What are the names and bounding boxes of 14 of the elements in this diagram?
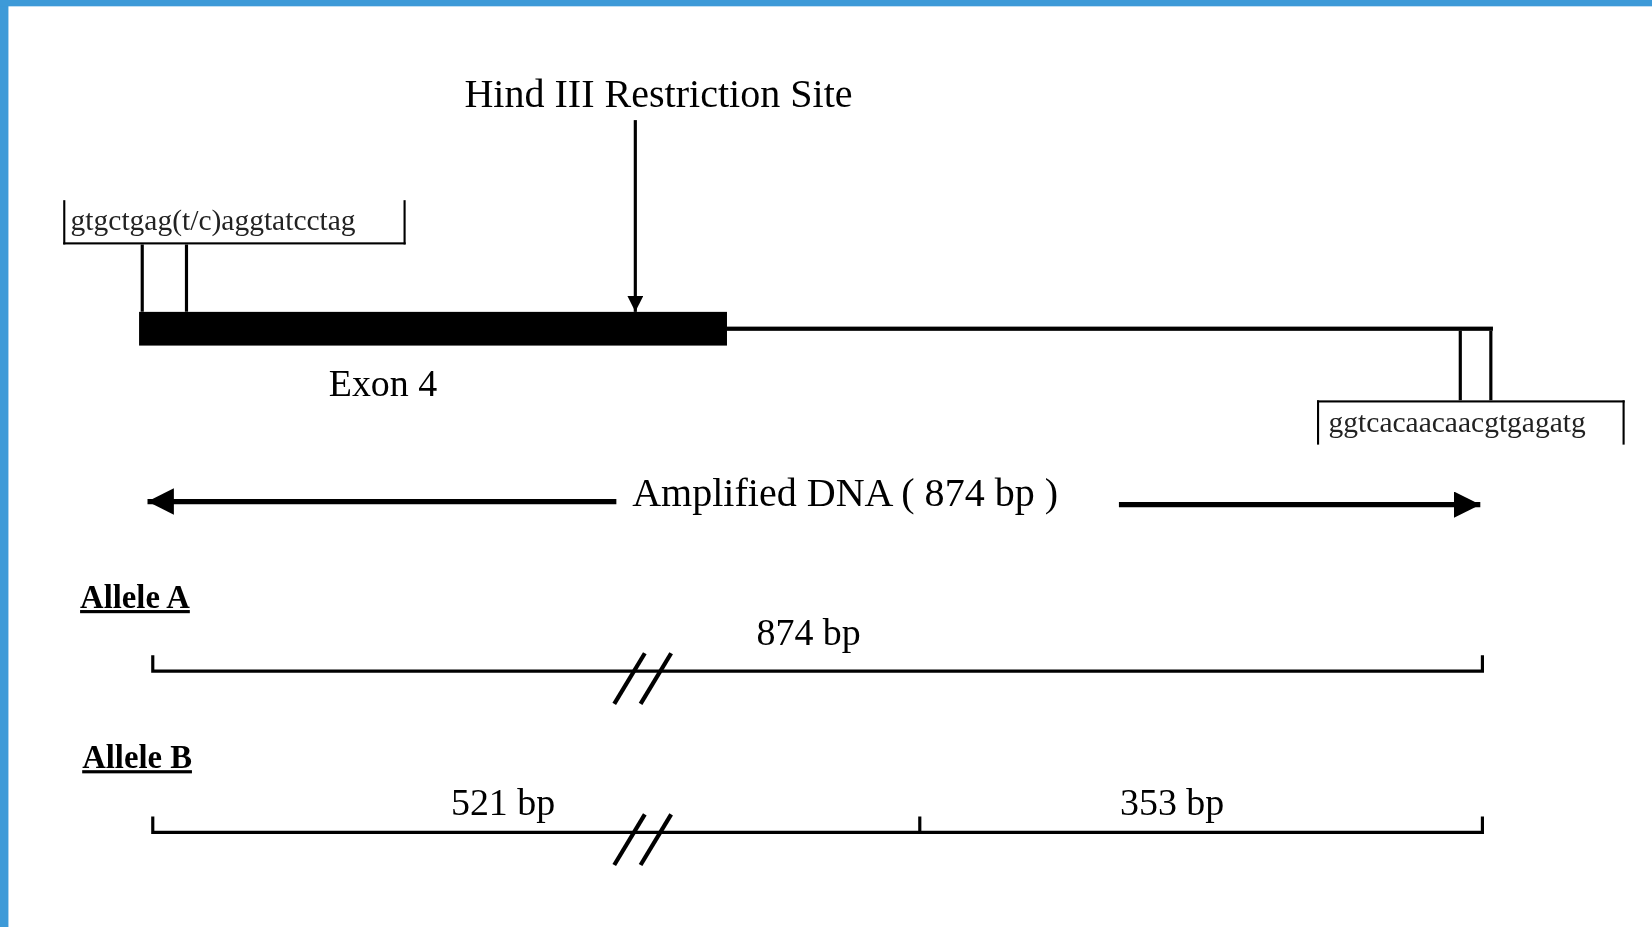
exon-label: Exon 4	[328, 361, 438, 407]
fragment-length: 521 bp	[450, 780, 556, 826]
dna-length-label: Amplified DNA ( 874 bp )	[632, 468, 1059, 517]
allele-heading: Allele B	[82, 737, 192, 778]
primer-box: gtgctgag(t/c)aggtatcctag	[63, 200, 406, 245]
allele-heading: Allele A	[80, 577, 190, 618]
fragment-length: 353 bp	[1120, 780, 1225, 826]
site-label: Hind III Restriction Site	[416, 67, 901, 121]
exon-bar	[139, 311, 727, 346]
fragment-length: 874 bp	[756, 610, 861, 656]
arrow	[627, 120, 644, 312]
primer-bracket	[1458, 329, 1493, 402]
primer-bracket	[140, 242, 189, 314]
primer-box: ggtcacaacaacgtgagatg	[1317, 400, 1625, 445]
